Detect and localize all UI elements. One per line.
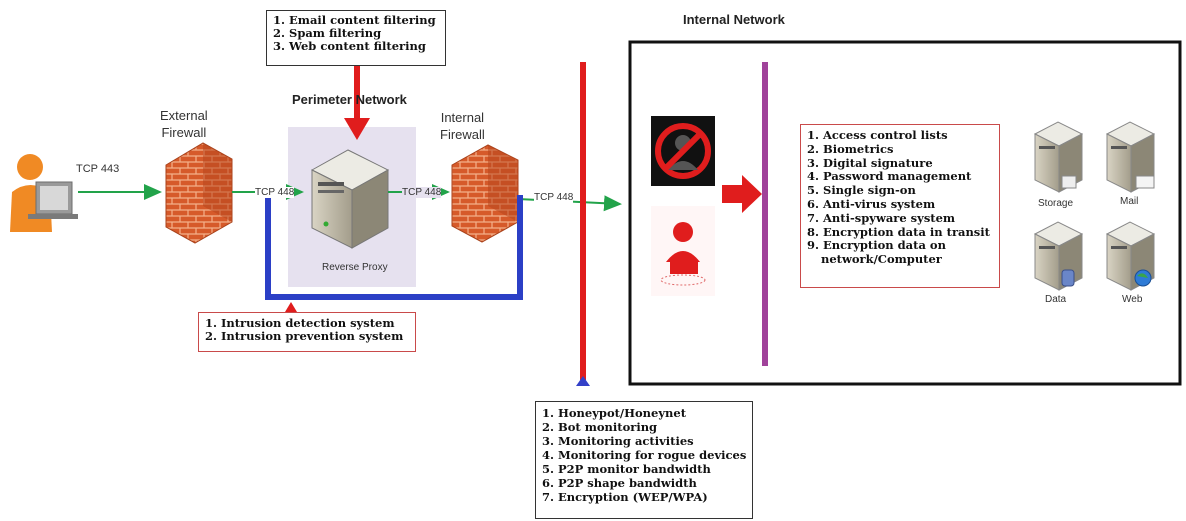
monitoring-item: 7. Encryption (WEP/WPA) — [542, 490, 708, 505]
tcp-448-label-2: TCP 448 — [402, 187, 442, 198]
user-icon — [651, 206, 715, 296]
storage-server-icon — [1033, 121, 1084, 193]
perimeter-network-title: Perimeter Network — [292, 92, 407, 107]
intrusion-item: 1. Intrusion detection system — [205, 316, 395, 330]
red-up-arrow-stem — [289, 306, 293, 314]
reverse-proxy-label: Reverse Proxy — [322, 262, 388, 273]
blocked-user-icon — [651, 116, 715, 186]
web-label: Web — [1122, 294, 1143, 305]
monitoring-item: 2. Bot monitoring — [542, 420, 658, 435]
monitoring-item: 3. Monitoring activities — [542, 434, 694, 449]
mail-label: Mail — [1120, 196, 1139, 207]
monitoring-box: 1. Honeypot/Honeynet 2. Bot monitoring 3… — [535, 401, 753, 519]
external-firewall-label: External Firewall — [160, 108, 208, 142]
boundary-red-bar — [580, 62, 586, 380]
access-control-item: 4. Password management — [807, 169, 972, 184]
red-down-arrow — [344, 66, 370, 140]
access-control-item: 6. Anti-virus system — [807, 196, 936, 211]
user-laptop-icon — [10, 154, 78, 232]
access-control-item: 8. Encryption data in transit — [807, 224, 990, 239]
monitoring-item: 6. P2P shape bandwidth — [542, 476, 697, 491]
access-control-item: 5. Single sign-on — [807, 183, 916, 198]
internal-purple-bar — [762, 62, 768, 366]
access-control-item: 7. Anti-spyware system — [807, 210, 956, 225]
access-controls-box: 1. Access control lists 2. Biometrics 3.… — [800, 124, 1000, 288]
intrusion-monitoring-loop — [265, 195, 523, 300]
internal-firewall-icon — [451, 144, 519, 243]
web-server-icon — [1105, 221, 1156, 291]
external-firewall-label-line2: Firewall — [161, 124, 207, 140]
tcp-448-label-3: TCP 448 — [534, 192, 574, 203]
monitoring-item: 4. Monitoring for rogue devices — [542, 448, 747, 463]
mail-server-icon — [1105, 121, 1156, 193]
intrusion-item: 2. Intrusion prevention system — [205, 329, 404, 344]
tcp-443-label: TCP 443 — [76, 163, 120, 175]
internal-firewall-label-line1: Internal — [440, 110, 485, 125]
internal-network-title: Internal Network — [683, 12, 785, 27]
access-control-item: network/Computer — [821, 252, 942, 267]
tcp-448-label-1: TCP 448 — [255, 187, 295, 198]
access-control-item: 3. Digital signature — [807, 155, 933, 170]
content-filtering-item: 2. Spam filtering — [273, 26, 382, 41]
external-firewall-icon — [165, 142, 233, 244]
reverse-proxy-server-icon — [310, 149, 390, 249]
external-firewall-label-line1: External — [160, 108, 208, 123]
access-control-item: 1. Access control lists — [807, 128, 948, 142]
access-control-item: 2. Biometrics — [807, 141, 894, 156]
access-control-item: 9. Encryption data on — [807, 238, 946, 253]
content-filtering-item: 3. Web content filtering — [273, 39, 426, 54]
data-server-icon — [1033, 221, 1084, 291]
internal-firewall-label-line2: Firewall — [440, 126, 485, 142]
monitoring-item: 1. Honeypot/Honeynet — [542, 406, 687, 420]
internal-firewall-label: Internal Firewall — [440, 110, 485, 144]
intrusion-box: 1. Intrusion detection system 2. Intrusi… — [198, 312, 416, 352]
internal-network-zone — [628, 40, 1182, 386]
blue-up-arrow — [576, 376, 590, 386]
storage-label: Storage — [1038, 198, 1074, 209]
monitoring-item: 5. P2P monitor bandwidth — [542, 462, 711, 477]
content-filtering-item: 1. Email content filtering — [273, 13, 436, 27]
red-right-arrow — [722, 175, 762, 213]
content-filtering-box: 1. Email content filtering 2. Spam filte… — [266, 10, 446, 66]
data-label: Data — [1045, 294, 1067, 305]
